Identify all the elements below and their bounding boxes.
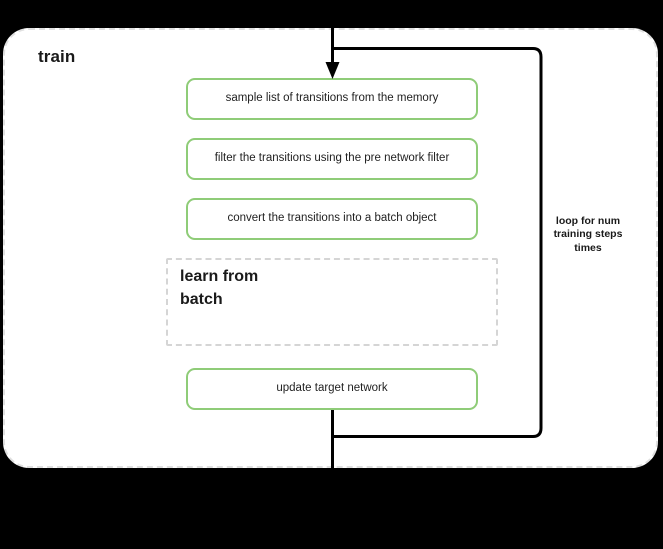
process-box-convert-label: convert the transitions into a batch obj… [227,212,437,225]
subgroup-title-line-1: learn from [180,268,259,285]
subgroup-title-learn-from-batch: learn from batch [180,265,360,311]
process-box-convert[interactable]: convert the transitions into a batch obj… [186,198,478,240]
subgroup-title-line-2: batch [180,291,223,309]
process-box-sample-label: sample list of transitions from the memo… [225,92,439,105]
loop-annotation-line-3: times [574,241,602,254]
process-box-sample[interactable]: sample list of transitions from the memo… [186,78,478,120]
loop-annotation-label: loop for num training steps times [542,215,634,255]
process-box-update-label: update target network [276,382,388,395]
process-box-filter-label: filter the transitions using the pre net… [214,152,450,165]
group-title-train: train [38,47,76,66]
loop-annotation-line-2: training steps [553,228,623,241]
loop-annotation-line-1: loop for num [555,215,621,227]
process-box-filter[interactable]: filter the transitions using the pre net… [186,138,478,180]
process-box-update-target-network[interactable]: update target network [186,368,478,410]
